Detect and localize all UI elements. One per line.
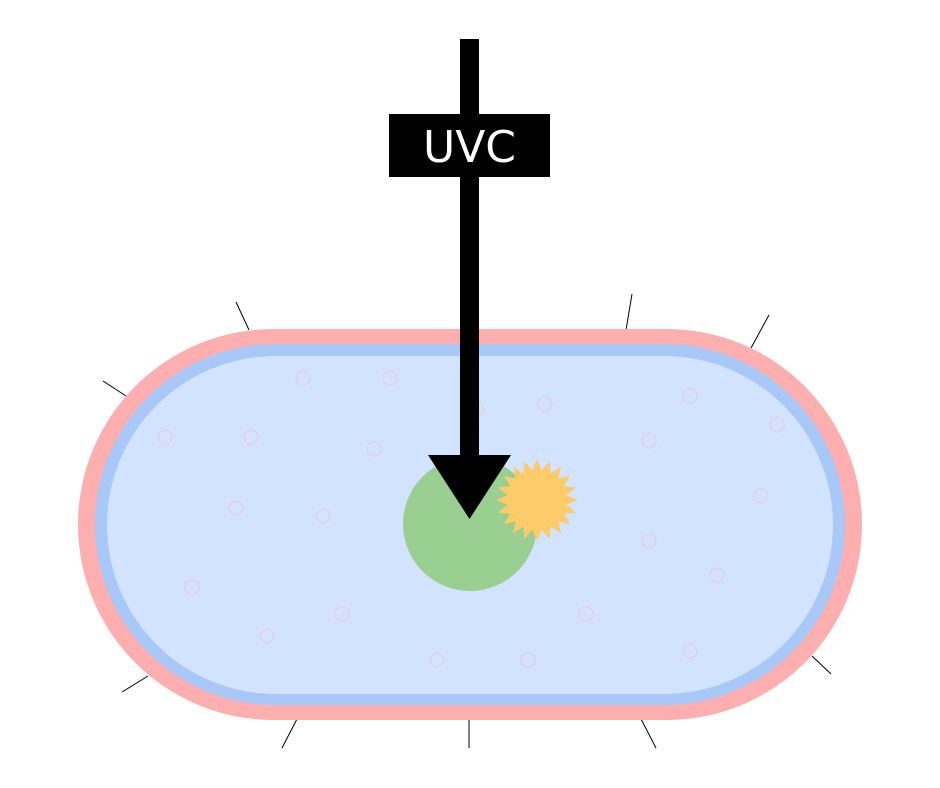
ribosome — [429, 652, 445, 668]
ribosome — [753, 488, 769, 504]
pilus — [640, 718, 657, 749]
ribosome — [578, 606, 594, 622]
ribosome — [243, 429, 259, 445]
ribosome — [709, 567, 725, 583]
ribosome — [334, 606, 350, 622]
ribosome — [157, 429, 173, 445]
ribosome — [641, 433, 657, 449]
ribosome — [682, 643, 698, 659]
ribosome — [184, 579, 200, 595]
ribosome — [520, 652, 536, 668]
ribosome — [366, 441, 382, 457]
uvc-label: UVC — [423, 122, 516, 173]
uvc-arrow: UVC — [389, 39, 550, 519]
ribosome — [259, 628, 275, 644]
ribosome — [228, 500, 244, 516]
arrow-shaft — [460, 39, 479, 459]
ribosome — [537, 396, 553, 412]
pilus — [121, 675, 149, 693]
ribosome — [295, 370, 311, 386]
pilus — [235, 301, 250, 331]
dna-damage-star-icon — [496, 459, 578, 541]
pili — [102, 293, 832, 749]
uvc-label-box — [389, 114, 550, 177]
pilus — [750, 314, 770, 349]
pilus — [102, 380, 127, 397]
ribosome — [769, 417, 785, 433]
pilus — [811, 655, 832, 675]
ribosome — [641, 533, 657, 549]
arrow-head-icon — [428, 455, 511, 519]
ribosome — [382, 370, 398, 386]
pilus — [281, 718, 298, 749]
pilus — [625, 293, 633, 331]
ribosome — [682, 388, 698, 404]
ribosome — [315, 508, 331, 524]
